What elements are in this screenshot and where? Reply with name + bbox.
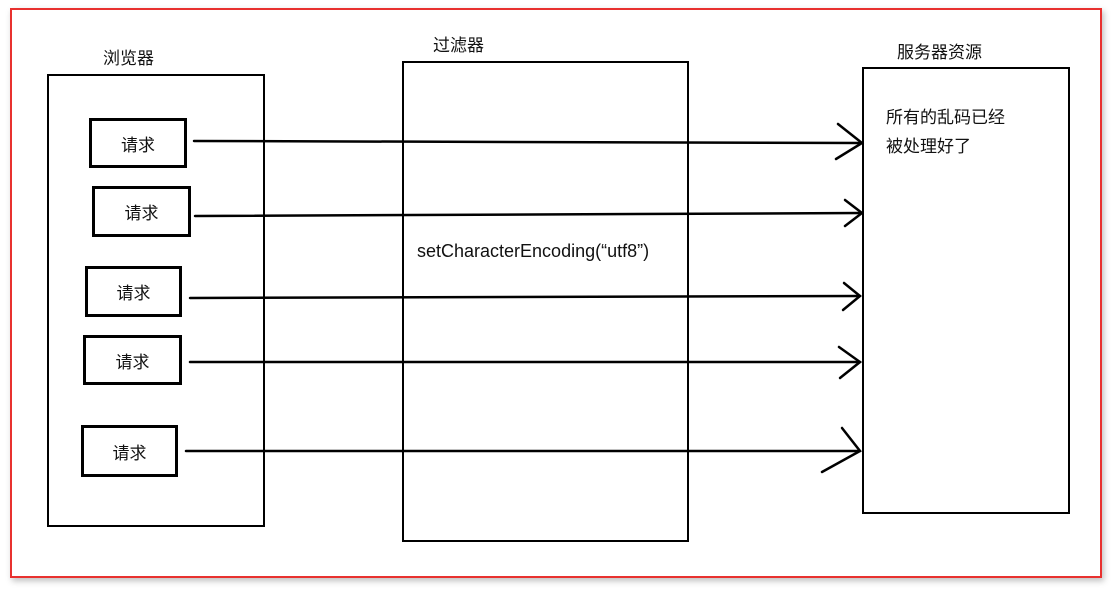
server-box bbox=[862, 67, 1070, 514]
request-box-1: 请求 bbox=[89, 118, 187, 168]
server-note-line-1: 所有的乱码已经 bbox=[886, 108, 1005, 128]
arrow-5 bbox=[184, 426, 862, 474]
arrow-4 bbox=[188, 345, 863, 380]
request-box-5: 请求 bbox=[81, 425, 178, 477]
arrow-2 bbox=[193, 198, 865, 228]
arrow-3 bbox=[188, 281, 862, 312]
filter-title: 过滤器 bbox=[433, 36, 484, 56]
request-box-2: 请求 bbox=[92, 186, 191, 237]
server-title: 服务器资源 bbox=[897, 43, 982, 63]
server-note-line-2: 被处理好了 bbox=[886, 137, 971, 157]
arrow-1 bbox=[192, 122, 865, 161]
request-box-3: 请求 bbox=[85, 266, 182, 317]
server-note: 所有的乱码已经 被处理好了 bbox=[886, 104, 1046, 162]
filter-text: setCharacterEncoding(“utf8”) bbox=[417, 241, 650, 261]
browser-title: 浏览器 bbox=[103, 49, 154, 69]
request-box-4: 请求 bbox=[83, 335, 182, 385]
